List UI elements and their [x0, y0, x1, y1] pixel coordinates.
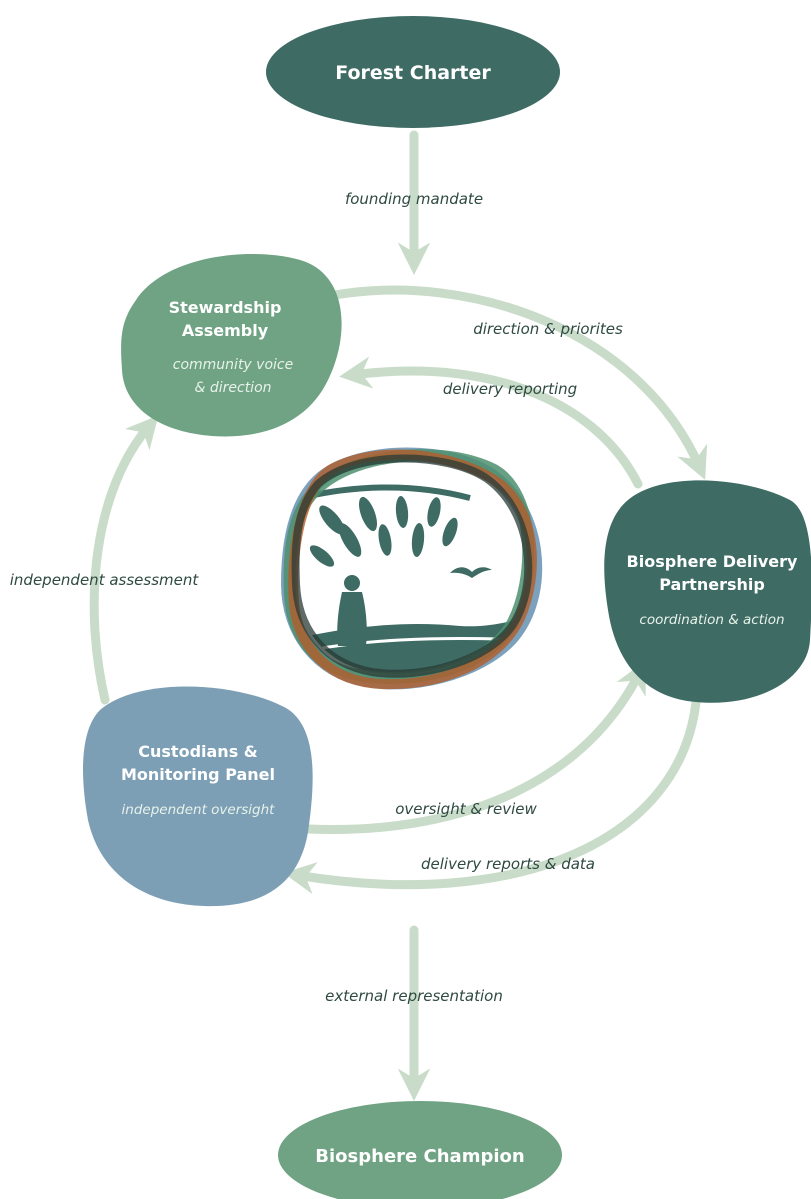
custodians-panel-shape: [83, 686, 313, 907]
node-biosphere-delivery-partnership: Biosphere Delivery Partnership coordinat…: [604, 480, 811, 703]
label-direction-priorities: direction & priorites: [473, 320, 623, 338]
label-oversight-review: oversight & review: [395, 800, 537, 818]
node-custodians-monitoring-panel: Custodians & Monitoring Panel independen…: [83, 686, 313, 907]
node-forest-charter: Forest Charter: [266, 16, 560, 128]
person-icon: [337, 575, 367, 646]
custodians-panel-subtitle: independent oversight: [122, 802, 276, 818]
label-delivery-reports-data: delivery reports & data: [421, 855, 595, 873]
biosphere-champion-title: Biosphere Champion: [315, 1146, 524, 1167]
forest-charter-shape: [266, 16, 560, 128]
label-external-representation: external representation: [325, 987, 503, 1005]
stewardship-assembly-subtitle-line2: & direction: [194, 380, 271, 396]
arrow-delivery-reports-data: [283, 697, 701, 895]
label-delivery-reporting: delivery reporting: [443, 380, 577, 398]
label-founding-mandate: founding mandate: [345, 190, 483, 208]
bird-icon: [450, 567, 492, 578]
biosphere-delivery-title-line1: Biosphere Delivery: [627, 552, 798, 571]
custodians-panel-title-line1: Custodians &: [138, 742, 258, 761]
node-stewardship-assembly: Stewardship Assembly community voice & d…: [121, 254, 342, 437]
label-independent-assessment: independent assessment: [10, 571, 200, 589]
arrow-independent-assessment: [89, 415, 159, 705]
biosphere-champion-shape: [278, 1101, 562, 1199]
forest-emblem-icon: [281, 447, 543, 690]
arrow-direction-priorities: [330, 285, 708, 480]
stewardship-assembly-title-line2: Assembly: [182, 321, 269, 340]
biosphere-delivery-shape: [604, 480, 811, 703]
node-biosphere-champion: Biosphere Champion: [278, 1101, 562, 1199]
biosphere-delivery-subtitle: coordination & action: [639, 612, 784, 628]
stewardship-assembly-shape: [121, 254, 342, 437]
custodians-panel-title-line2: Monitoring Panel: [121, 765, 275, 784]
forest-charter-title: Forest Charter: [335, 62, 491, 84]
edge-labels: founding mandate direction & priorites d…: [10, 190, 623, 1005]
stewardship-assembly-title-line1: Stewardship: [169, 298, 282, 317]
emblem-scene: [295, 484, 529, 674]
biosphere-delivery-title-line2: Partnership: [659, 575, 765, 594]
arrow-oversight-review: [303, 660, 646, 835]
stewardship-assembly-subtitle-line1: community voice: [173, 357, 293, 373]
arrows: [89, 130, 708, 1101]
arrow-delivery-reporting: [339, 356, 643, 489]
